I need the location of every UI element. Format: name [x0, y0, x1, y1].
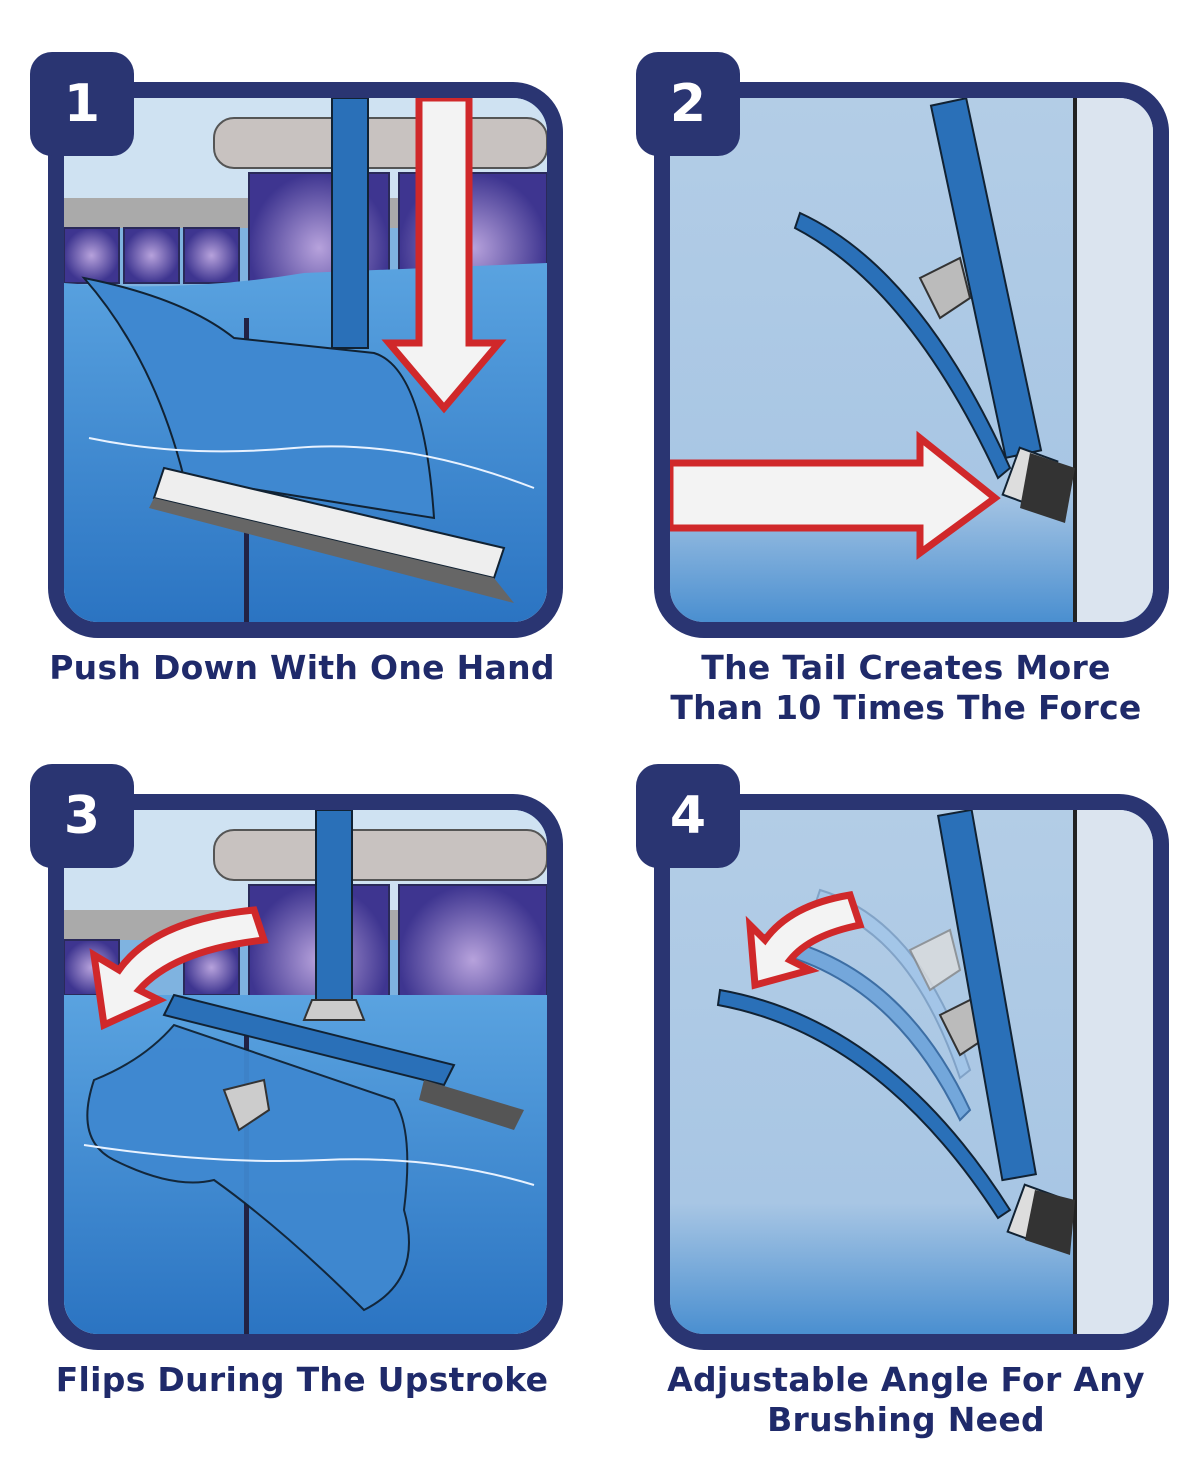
- step-2-panel: 2 The Tail Creates More Than 10 Times Th…: [606, 0, 1186, 727]
- step-4-caption: Adjustable Angle For Any Brushing Need: [667, 1360, 1145, 1439]
- step-1-caption: Push Down With One Hand: [49, 648, 555, 687]
- step-1-illustration: [48, 82, 563, 638]
- down-arrow-icon: [381, 98, 507, 414]
- step-2-badge: 2: [636, 52, 740, 156]
- step-1-panel: 1 Push Down With One Hand: [0, 0, 580, 720]
- step-4-badge: 4: [636, 764, 740, 868]
- step-1-badge: 1: [30, 52, 134, 156]
- step-3-illustration: [48, 794, 563, 1350]
- right-arrow-icon: [670, 430, 1001, 560]
- step-4-illustration: [654, 794, 1169, 1350]
- step-3-badge: 3: [30, 764, 134, 868]
- step-3-panel: 3 Flips During The Upstroke: [0, 712, 580, 1432]
- curved-arrow-icon: [745, 891, 865, 990]
- step-3-caption: Flips During The Upstroke: [55, 1360, 549, 1399]
- step-2-caption: The Tail Creates More Than 10 Times The …: [670, 648, 1142, 727]
- step-2-illustration: [654, 82, 1169, 638]
- curved-arrow-icon: [89, 906, 269, 1031]
- step-4-panel: 4 Adjustable Angle For Any Brushing Need: [606, 712, 1186, 1439]
